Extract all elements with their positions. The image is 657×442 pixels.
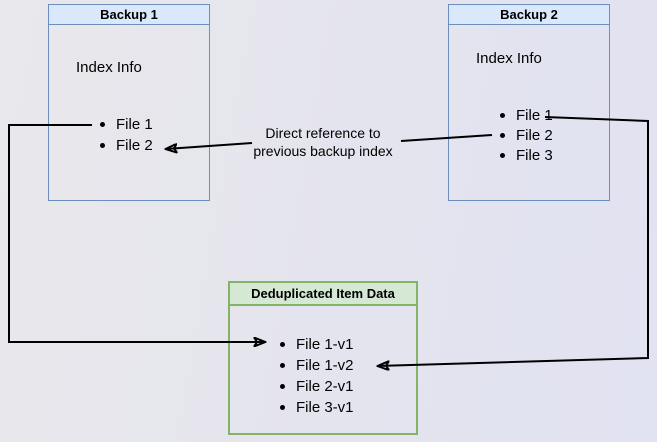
list-item: File 2-v1 xyxy=(280,376,354,397)
list-item: File 1-v1 xyxy=(280,334,354,355)
list-item: File 2 xyxy=(500,125,553,145)
backup2-file-list: File 1 File 2 File 3 xyxy=(500,105,553,165)
list-item: File 3-v1 xyxy=(280,397,354,418)
bullet-dot xyxy=(280,363,285,368)
file-label: File 2-v1 xyxy=(296,378,354,395)
dedup-box: Deduplicated Item Data File 1-v1 File 1-… xyxy=(228,281,418,435)
annotation-line2: previous backup index xyxy=(253,143,393,159)
bullet-dot xyxy=(100,122,105,127)
bullet-dot xyxy=(280,384,285,389)
list-item: File 3 xyxy=(500,145,553,165)
file-label: File 1-v1 xyxy=(296,336,354,353)
backup1-title: Backup 1 xyxy=(49,5,209,25)
list-item: File 1-v2 xyxy=(280,355,354,376)
backup1-subtitle: Index Info xyxy=(76,59,142,76)
annotation-line1: Direct reference to xyxy=(265,125,381,141)
file-label: File 3 xyxy=(516,146,553,164)
bullet-dot xyxy=(500,132,505,138)
bullet-dot xyxy=(100,143,105,148)
file-label: File 2 xyxy=(116,137,153,154)
backup1-file-list: File 1 File 2 xyxy=(100,114,153,156)
dedup-title: Deduplicated Item Data xyxy=(230,283,416,306)
bullet-dot xyxy=(280,342,285,347)
file-label: File 1 xyxy=(116,116,153,133)
list-item: File 1 xyxy=(100,114,153,135)
file-label: File 3-v1 xyxy=(296,399,354,416)
bullet-dot xyxy=(500,152,505,158)
direct-reference-annotation: Direct reference to previous backup inde… xyxy=(253,124,392,160)
backup2-box: Backup 2 Index Info File 1 File 2 File 3 xyxy=(448,4,610,201)
backup2-title: Backup 2 xyxy=(449,5,609,25)
file-label: File 1-v2 xyxy=(296,357,354,374)
backup1-box: Backup 1 Index Info File 1 File 2 xyxy=(48,4,210,201)
file-label: File 2 xyxy=(516,126,553,144)
backup2-subtitle: Index Info xyxy=(476,50,542,67)
list-item: File 2 xyxy=(100,135,153,156)
list-item: File 1 xyxy=(500,105,553,125)
file-label: File 1 xyxy=(516,106,553,124)
dedup-file-list: File 1-v1 File 1-v2 File 2-v1 File 3-v1 xyxy=(280,334,354,418)
bullet-dot xyxy=(280,405,285,410)
bullet-dot xyxy=(500,112,505,118)
